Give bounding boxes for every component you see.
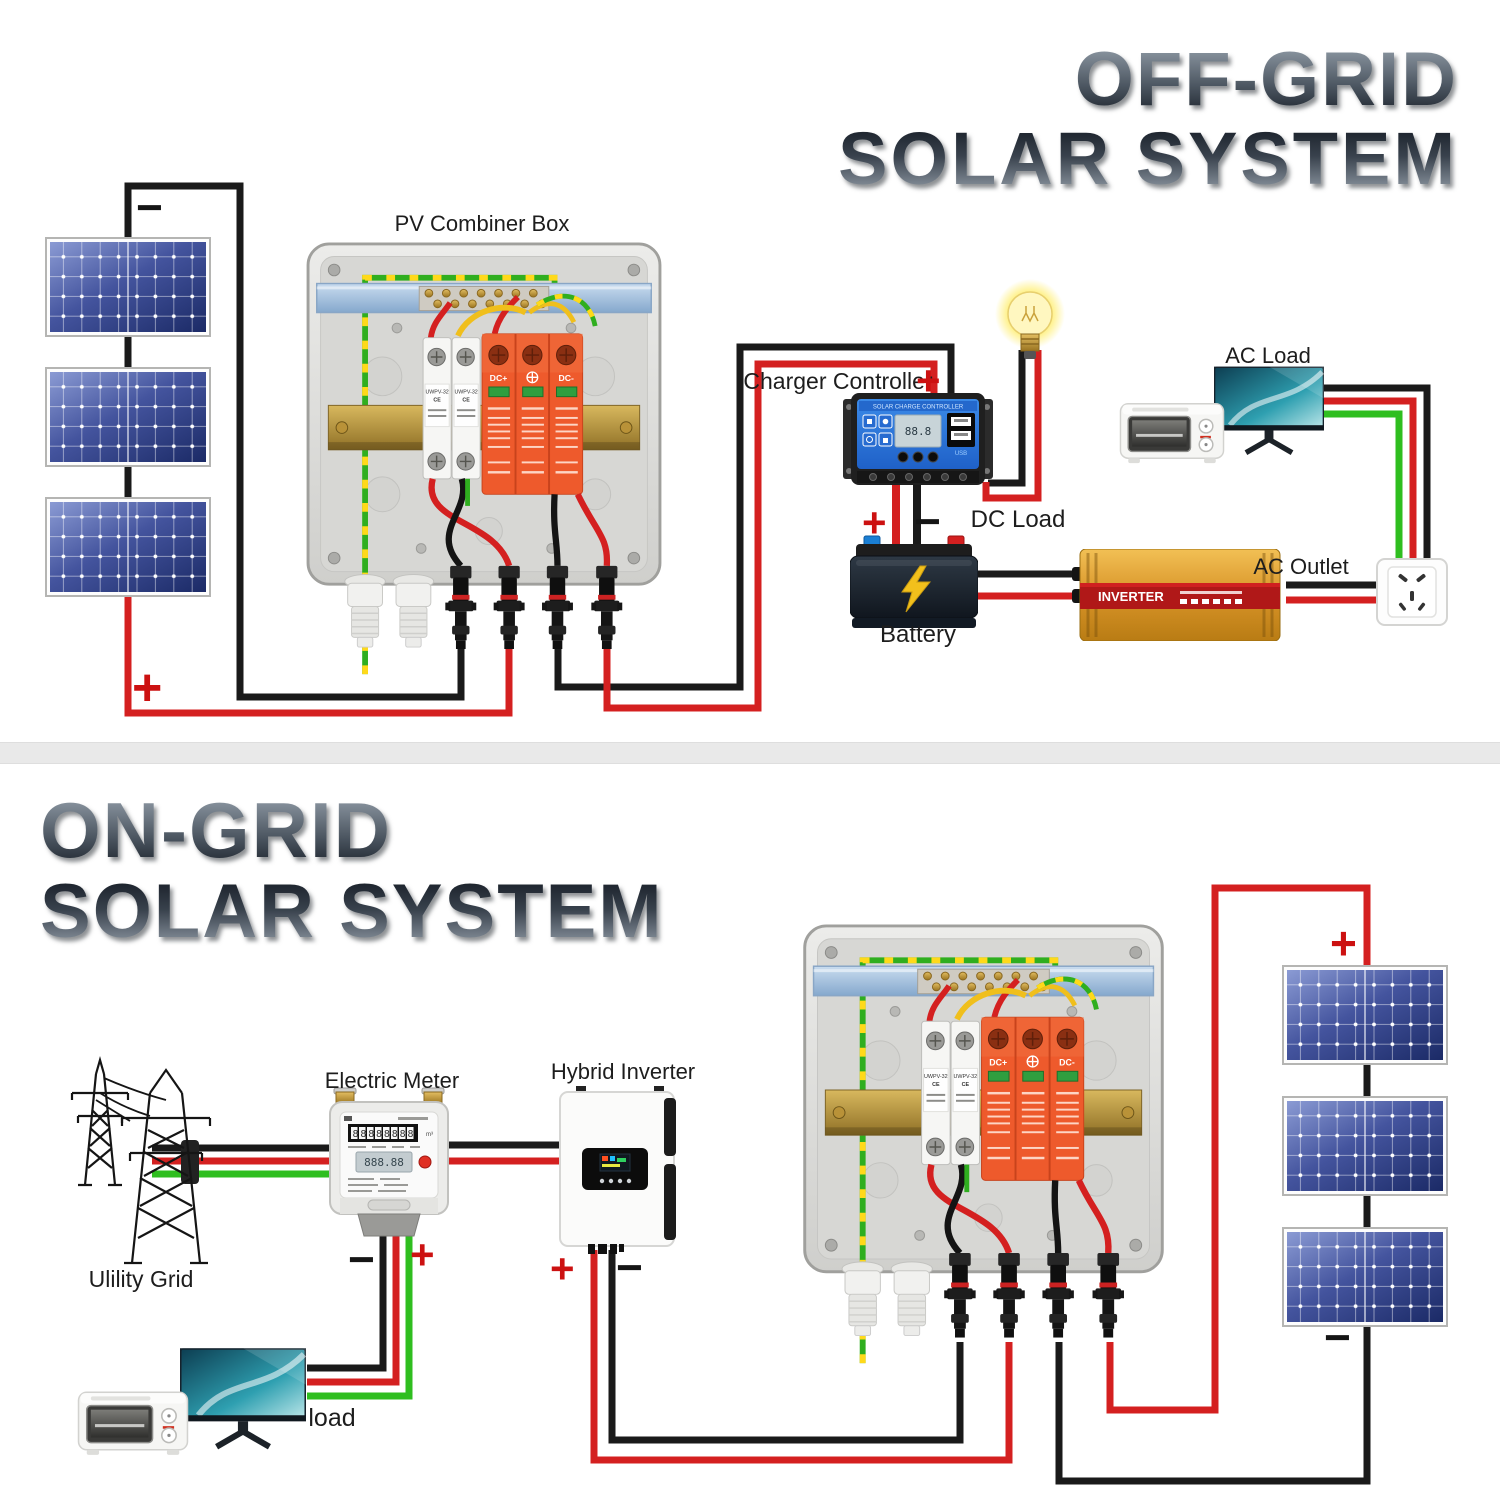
meter-unit: m³: [426, 1132, 433, 1138]
inverter: INVERTER: [1072, 549, 1281, 641]
charger-plus-sign: +: [916, 357, 941, 404]
ac-outlet: [1376, 558, 1448, 626]
meter-lcd: [355, 1151, 413, 1173]
controller-button: [912, 451, 924, 463]
solar-panel: [45, 237, 211, 337]
monitor: [1214, 365, 1324, 457]
lock-icon: [883, 438, 888, 443]
utility-grid-towers: [70, 1055, 212, 1265]
controller-button: [927, 451, 939, 463]
charge-controller: SOLAR CHARGE CONTROLLER 88.8 USB: [843, 393, 993, 485]
pv-string-minus-sign: −: [136, 181, 163, 233]
solar-panel-2: [1282, 1096, 1448, 1196]
hybrid-inverter: [559, 1086, 676, 1254]
hybrid-minus-sign: −: [616, 1241, 643, 1293]
battery-plus-sign: +: [862, 499, 887, 546]
on-grid-title: ON-GRID SOLAR SYSTEM: [40, 790, 664, 952]
charger-controller-label: Charger Controller: [743, 368, 933, 394]
controller-lcd-value: 88.8: [905, 425, 932, 438]
battery: [850, 535, 978, 628]
panel-icon: [867, 419, 872, 424]
controller-button: [897, 451, 909, 463]
battery-minus-sign: −: [914, 495, 941, 547]
solar-panel-2: [1282, 1227, 1448, 1327]
battery-label: Battery: [879, 621, 957, 648]
pv-combiner-box-2: [800, 923, 1167, 1367]
solar-panel: [45, 367, 211, 467]
meter-plus-sign: +: [410, 1231, 435, 1278]
section-divider: [0, 742, 1500, 764]
on-grid-title-line1: ON-GRID: [40, 786, 392, 874]
lightning-icon: [901, 565, 932, 613]
pv-combiner-box: [305, 241, 663, 678]
ac-outlet-label: AC Outlet: [1253, 554, 1349, 579]
meter-button: [418, 1155, 432, 1169]
inverter-text: INVERTER: [1098, 589, 1164, 604]
electric-meter-label: Electric Meter: [324, 1068, 460, 1093]
ac-load-label: AC Load: [1225, 343, 1311, 368]
meter-register-value: 88888888: [353, 1129, 414, 1140]
pv-string-plus-sign: +: [132, 659, 163, 717]
gear-icon: [882, 418, 889, 425]
pv-combiner-label: PV Combiner Box: [394, 211, 570, 236]
toaster-oven: [1118, 396, 1226, 466]
meter-lcd-value: 888.88: [364, 1156, 404, 1169]
electric-meter: 88888888 m³ 888.88: [329, 1087, 449, 1237]
utility-grid-label: Ulility Grid: [88, 1266, 194, 1292]
usb-label: USB: [955, 451, 967, 457]
pv2-plus-sign: +: [1330, 917, 1357, 969]
pv2-minus-sign: −: [1324, 1311, 1351, 1363]
dc-load-label: DC Load: [970, 506, 1066, 533]
controller-header-text: SOLAR CHARGE CONTROLLER: [873, 405, 964, 411]
meter-minus-sign: −: [348, 1233, 375, 1285]
monitor-2: [180, 1348, 306, 1450]
on-grid-title-line2: SOLAR SYSTEM: [40, 868, 664, 954]
controller-lcd: [894, 414, 942, 448]
clock-icon: [866, 436, 873, 443]
light-bulb: [995, 279, 1065, 359]
hybrid-inverter-label: Hybrid Inverter: [550, 1059, 696, 1084]
load-label: load: [308, 1404, 356, 1432]
toaster-oven-2: [74, 1384, 192, 1458]
hybrid-plus-sign: +: [550, 1245, 575, 1292]
solar-panel-2: [1282, 965, 1448, 1065]
solar-panel: [45, 497, 211, 597]
